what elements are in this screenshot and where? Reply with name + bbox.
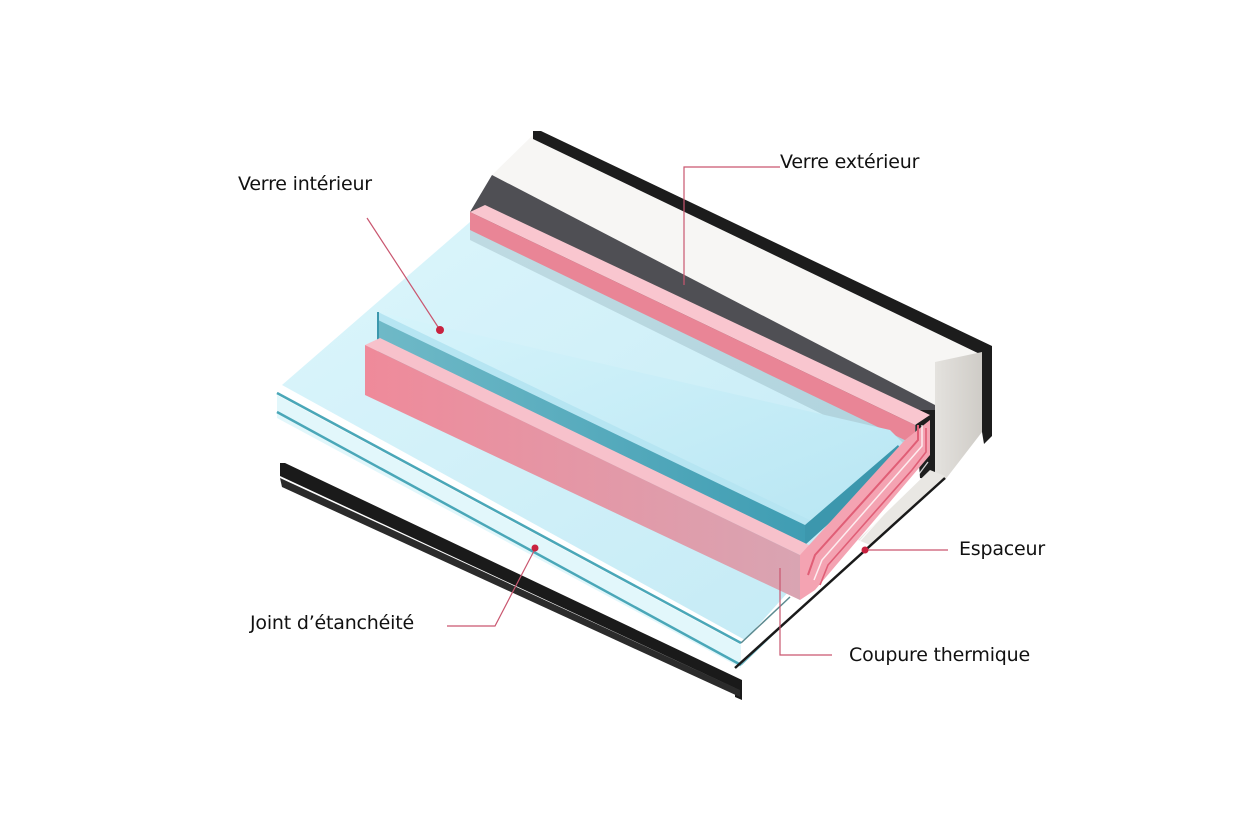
thermal-break-detail <box>800 420 930 600</box>
base-edge-line <box>734 477 946 669</box>
bottom-gasket <box>280 463 742 700</box>
label-thermal-break: Coupure thermique <box>849 644 1030 666</box>
label-spacer: Espaceur <box>959 538 1045 560</box>
leader-lines <box>366 166 948 656</box>
back-spacer <box>470 205 930 445</box>
label-outer-glass: Verre extérieur <box>780 151 920 173</box>
leader-inner-glass <box>366 217 441 331</box>
dot-inner-glass <box>436 326 444 334</box>
leader-thermal-break <box>779 568 832 656</box>
inner-glass-block <box>377 312 905 545</box>
leader-outer-glass <box>683 166 780 285</box>
dot-seal <box>531 544 539 552</box>
leader-seal <box>447 548 536 627</box>
front-spacer <box>365 338 815 600</box>
label-inner-glass: Verre intérieur <box>238 173 372 195</box>
dot-spacer <box>861 546 869 554</box>
leader-dots <box>436 326 869 554</box>
label-seal: Joint d’étanchéité <box>250 612 414 634</box>
